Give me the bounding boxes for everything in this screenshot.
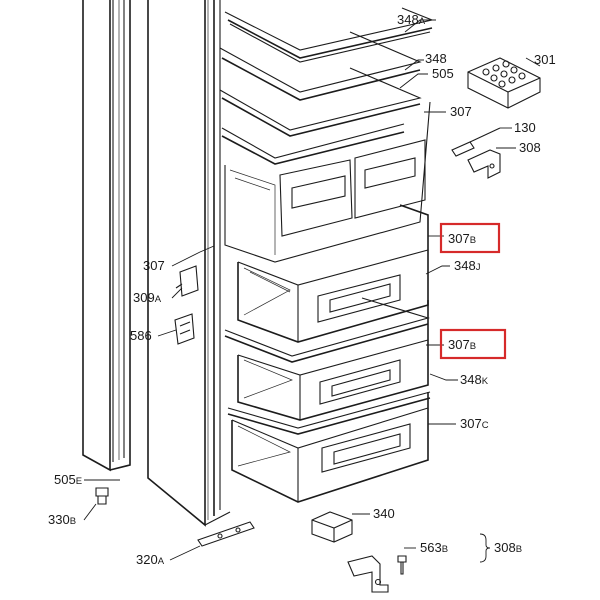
bracket-308	[467, 149, 501, 179]
support-309a	[175, 265, 199, 297]
callout-301: 301	[534, 52, 556, 67]
callout-348j: 348J	[454, 258, 481, 273]
highlight-box-307b-1	[439, 222, 501, 254]
glass-shelf-348j	[224, 297, 430, 363]
callout-307c: 307C	[460, 416, 489, 431]
middle-drawer-2	[237, 300, 429, 421]
callout-348k: 348K	[460, 372, 489, 387]
callout-130: 130	[514, 120, 536, 135]
hinge-part-130	[451, 127, 501, 157]
callout-309a: 309A	[133, 290, 162, 305]
support-586	[174, 313, 195, 345]
bottom-drawer	[231, 392, 429, 503]
callout-308b: 308B	[494, 540, 522, 555]
door-panel	[82, 0, 131, 472]
callout-505: 505	[432, 66, 454, 81]
cabinet-body	[147, 0, 231, 527]
rail-320a	[197, 521, 255, 547]
hinge-308b	[347, 555, 389, 593]
callout-307b-1: 307B	[448, 231, 476, 246]
callout-320a: 320A	[136, 552, 165, 567]
callout-563b: 563B	[420, 540, 448, 555]
glass-shelves	[219, 7, 434, 165]
ice-tray	[467, 57, 541, 109]
top-drawer-pair	[224, 101, 431, 263]
callout-308: 308	[519, 140, 541, 155]
callout-307-left: 307	[143, 258, 165, 273]
callout-505e: 505E	[54, 472, 82, 487]
middle-drawer-1	[237, 204, 429, 343]
callout-348a: 348A	[397, 12, 426, 27]
callout-348: 348	[425, 51, 447, 66]
callout-330b: 330B	[48, 512, 76, 527]
block-340	[311, 511, 353, 543]
foot-330b	[95, 487, 109, 505]
callout-586: 586	[130, 328, 152, 343]
callout-340: 340	[373, 506, 395, 521]
highlight-box-307b-2	[439, 328, 507, 360]
callout-307-top: 307	[450, 104, 472, 119]
glass-shelf-348k	[227, 391, 431, 435]
leader-lines	[83, 19, 541, 563]
callout-307b-2: 307B	[448, 337, 476, 352]
screw-563b	[397, 555, 407, 575]
